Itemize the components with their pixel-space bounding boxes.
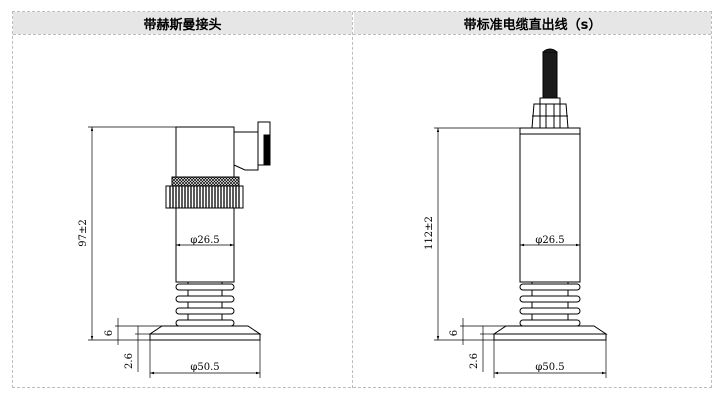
cooling-fin xyxy=(519,283,581,291)
cooling-fin xyxy=(519,295,581,303)
cable xyxy=(542,51,558,99)
plug-grip xyxy=(263,134,271,166)
cooling-fin xyxy=(175,283,235,291)
header-hirschmann: 带赫斯曼接头 xyxy=(13,12,352,34)
header-cable: 带标准电缆直出线（s） xyxy=(354,12,711,34)
flange-plate xyxy=(493,333,607,341)
left-height-label: 97±2 xyxy=(78,219,89,246)
cooling-fin xyxy=(175,319,235,327)
left-dimensions xyxy=(88,126,261,378)
cable-gland-cap xyxy=(539,97,561,105)
diagram-frame xyxy=(12,11,712,388)
header-divider xyxy=(13,34,711,35)
right-height-label: 112±2 xyxy=(424,216,435,250)
left-dim-6-label: 6 xyxy=(104,330,115,336)
knurl-ring xyxy=(171,176,240,187)
flange-top xyxy=(148,325,262,335)
right-dim-26-label: 2.6 xyxy=(469,353,480,369)
left-dim-26-label: 2.6 xyxy=(124,353,135,369)
left-sensor-drawing xyxy=(148,121,271,341)
right-body-dia-label: φ26.5 xyxy=(535,235,564,246)
cooling-fin xyxy=(519,307,581,315)
cooling-fin xyxy=(519,319,581,327)
sensor-body xyxy=(519,127,581,283)
right-dimensions xyxy=(434,127,607,378)
column-divider xyxy=(352,12,353,388)
right-dim-6-label: 6 xyxy=(449,330,460,336)
right-sensor-drawing xyxy=(492,48,608,341)
right-flange-dia-label: φ50.5 xyxy=(535,362,564,373)
cooling-fin xyxy=(175,307,235,315)
left-body-dia-label: φ26.5 xyxy=(190,235,219,246)
cooling-fin xyxy=(175,295,235,303)
left-flange-dia-label: φ50.5 xyxy=(190,362,219,373)
connector-housing xyxy=(175,126,235,178)
flange-top xyxy=(492,325,608,335)
hex-nut xyxy=(165,185,244,209)
flange-plate xyxy=(149,333,261,341)
